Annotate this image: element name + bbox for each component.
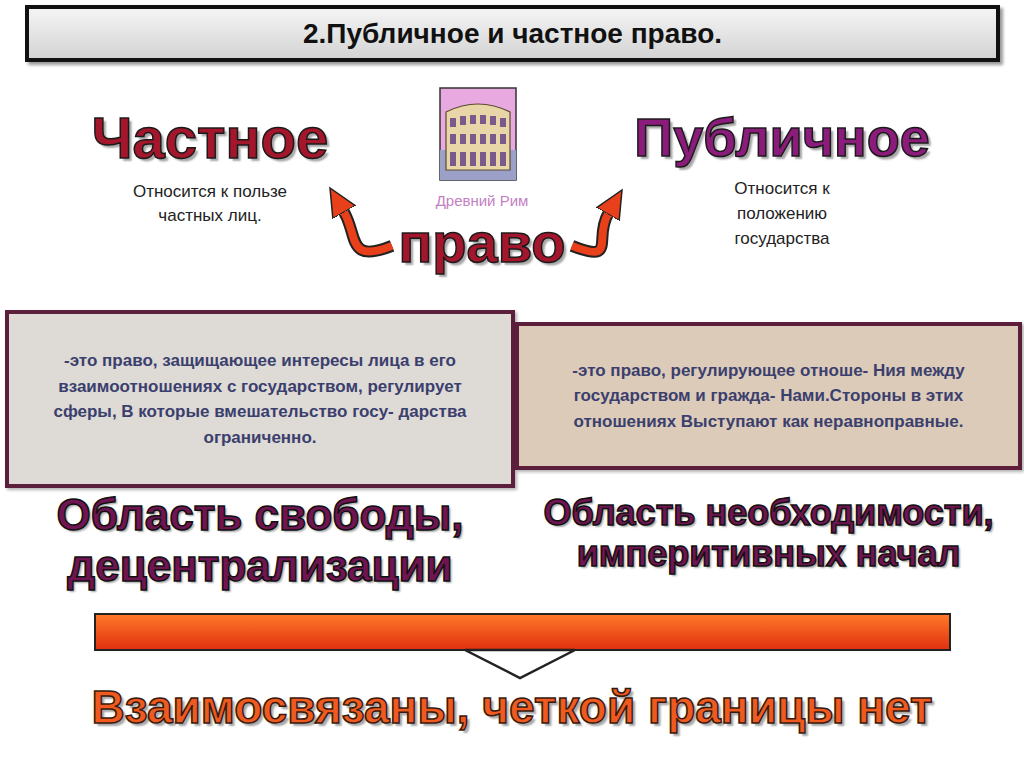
picture-frame <box>440 88 516 180</box>
merge-bar <box>95 614 950 678</box>
concept-node: -это право, регулирующее отноше- Ния меж… <box>515 322 1022 575</box>
caption-text: Древний Рим <box>436 192 529 209</box>
arrow-body <box>344 212 392 251</box>
orange-bar <box>95 614 950 650</box>
definition-box: -это право, защищающее интересы лица в е… <box>5 310 515 488</box>
concept-note: Относится к пользе частных лиц. <box>130 180 290 229</box>
colosseum-arches <box>450 115 506 166</box>
area-heading: Область свободы, децентрализации <box>5 490 515 591</box>
arrow-outline <box>572 214 608 252</box>
concept-node: -это право, защищающее интересы лица в е… <box>5 310 515 591</box>
concept-word: Частное <box>90 106 330 170</box>
picture-caption: Древний Рим <box>392 192 572 209</box>
title-text: 2.Публичное и частное право. <box>303 18 722 50</box>
concept-node: ЧастноеОтносится к пользе частных лиц. <box>90 106 330 229</box>
conclusion-label: Взаимосвязаны, четкой границы нет <box>91 681 932 733</box>
curved-arrow <box>344 212 392 251</box>
definition-text: -это право, защищающее интересы лица в е… <box>50 348 470 450</box>
colosseum-picture <box>440 88 516 180</box>
concept-note: Относится к положению государства <box>702 177 862 251</box>
concept-node: право <box>392 212 572 274</box>
arrow-body <box>572 214 608 252</box>
down-arrow <box>465 650 575 678</box>
title-bar: 2.Публичное и частное право. <box>25 5 1000 62</box>
concept-word: Публичное <box>622 108 942 167</box>
conclusion-text: Взаимосвязаны, четкой границы нет <box>0 680 1024 734</box>
definition-box: -это право, регулирующее отноше- Ния меж… <box>515 322 1022 470</box>
curved-arrow <box>572 214 608 252</box>
definition-text: -это право, регулирующее отноше- Ния меж… <box>559 358 979 435</box>
concept-node: ПубличноеОтносится к положению государст… <box>622 108 942 251</box>
arrow-outline <box>344 212 392 251</box>
colosseum-wall <box>446 104 510 170</box>
area-heading: Область необходимости, империтивных нача… <box>515 492 1022 575</box>
concept-word: право <box>392 212 572 274</box>
